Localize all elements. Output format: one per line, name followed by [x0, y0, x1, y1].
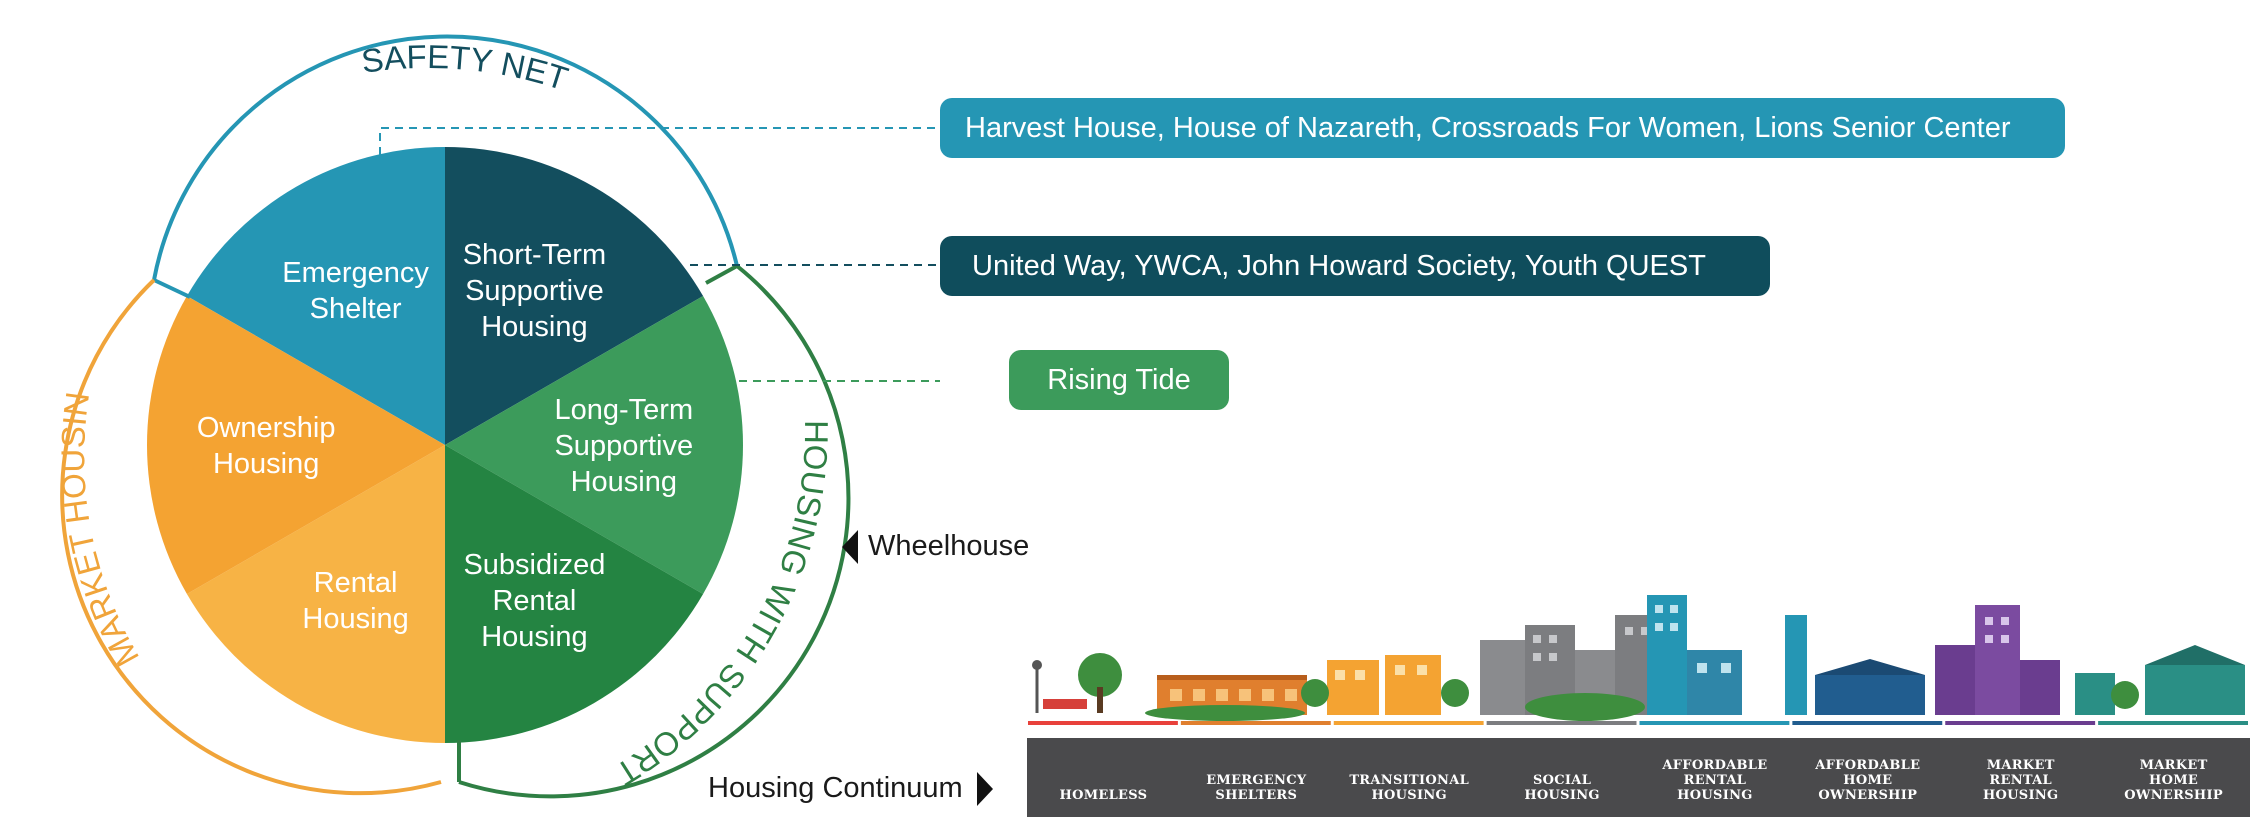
segment-label-line: Housing — [302, 603, 408, 635]
segment-rental-housing — [186, 445, 445, 743]
continuum-color-band — [1180, 721, 1331, 725]
continuum-stage: MARKET HOME OWNERSHIP — [2097, 738, 2250, 817]
segment-label-line: Supportive — [554, 430, 693, 462]
market-housing-label: MARKET HOUSING — [0, 0, 146, 673]
long-term-organizations-callout: Rising Tide — [1009, 350, 1229, 410]
continuum-stage: EMERGENCY SHELTERS — [1180, 738, 1333, 817]
continuum-color-band — [2098, 721, 2248, 725]
segment-label-line: Housing — [481, 621, 587, 653]
wheelhouse-label: Wheelhouse — [842, 530, 1030, 565]
market-housing-arc — [60, 278, 442, 796]
outer-ring — [60, 34, 851, 799]
safety-net-divider — [153, 278, 191, 299]
continuum-stage-label: AFFORDABLE RENTAL HOUSING — [1662, 758, 1768, 803]
continuum-stage: AFFORDABLE HOME OWNERSHIP — [1791, 738, 1944, 817]
left-arrow-icon — [842, 530, 858, 565]
continuum-color-band — [1333, 721, 1484, 725]
segment-label-line: Shelter — [310, 293, 402, 325]
safety-net-organizations-callout: Harvest House, House of Nazareth, Crossr… — [940, 98, 2065, 158]
segment-label-line: Rental — [492, 585, 576, 617]
right-arrow-icon — [976, 772, 993, 807]
segment-label-line: Housing — [481, 311, 587, 343]
segment-label-line: Emergency — [282, 257, 429, 289]
connector-lines — [379, 127, 940, 382]
safety-net-label: SAFETY NET — [359, 38, 572, 97]
housing-continuum-text: Housing Continuum — [708, 772, 963, 804]
continuum-stage-label: SOCIAL HOUSING — [1524, 773, 1600, 803]
segment-label-line: Subsidized — [463, 549, 605, 581]
continuum-stage-label: EMERGENCY SHELTERS — [1206, 773, 1307, 803]
continuum-stage: MARKET RENTAL HOUSING — [1944, 738, 2097, 817]
housing-with-supports-arc — [458, 264, 851, 799]
segment-label-line: Short-Term — [463, 239, 606, 271]
short-term-organizations-callout: United Way, YWCA, John Howard Society, Y… — [940, 236, 1770, 296]
continuum-color-strip — [1028, 721, 2248, 725]
continuum-stage: HOMELESS — [1027, 738, 1180, 817]
segment-long-term-supportive-housing — [445, 296, 743, 594]
continuum-stage: AFFORDABLE RENTAL HOUSING — [1639, 738, 1792, 817]
continuum-stage-label: MARKET HOME OWNERSHIP — [2124, 758, 2223, 803]
continuum-stage: TRANSITIONAL HOUSING — [1333, 738, 1486, 817]
safety-net-arc — [152, 34, 739, 281]
segment-label-line: Long-Term — [554, 394, 693, 426]
continuum-color-band — [1792, 721, 1943, 725]
continuum-stage-label: MARKET RENTAL HOUSING — [1982, 758, 2059, 803]
continuum-stage: SOCIAL HOUSING — [1486, 738, 1639, 817]
segment-label-line: Ownership — [197, 412, 336, 444]
continuum-stage-label: HOMELESS — [1059, 788, 1148, 803]
skyline-illustration — [1028, 595, 2248, 725]
wheelhouse-text: Wheelhouse — [868, 530, 1030, 562]
segment-short-term-supportive-housing — [445, 147, 704, 445]
segment-subsidized-rental-housing — [445, 445, 704, 743]
segment-label-line: Housing — [571, 466, 677, 498]
continuum-color-band — [1945, 721, 2096, 725]
continuum-color-band — [1639, 721, 1790, 725]
segment-ownership-housing — [146, 296, 445, 594]
segment-label-line: Rental — [314, 567, 398, 599]
segment-label-line: Supportive — [465, 275, 604, 307]
continuum-stage-label: AFFORDABLE HOME OWNERSHIP — [1815, 758, 1921, 803]
continuum-color-band — [1028, 721, 1178, 725]
segment-label-line: Housing — [213, 448, 319, 480]
continuum-color-band — [1486, 721, 1637, 725]
supports-divider-top — [705, 264, 738, 285]
continuum-stage-label: TRANSITIONAL HOUSING — [1349, 773, 1470, 803]
housing-continuum-label: Housing Continuum — [708, 772, 993, 807]
housing-continuum-bar: HOMELESS EMERGENCY SHELTERS TRANSITIONAL H… — [1027, 738, 2250, 817]
segment-emergency-shelter — [186, 147, 445, 445]
